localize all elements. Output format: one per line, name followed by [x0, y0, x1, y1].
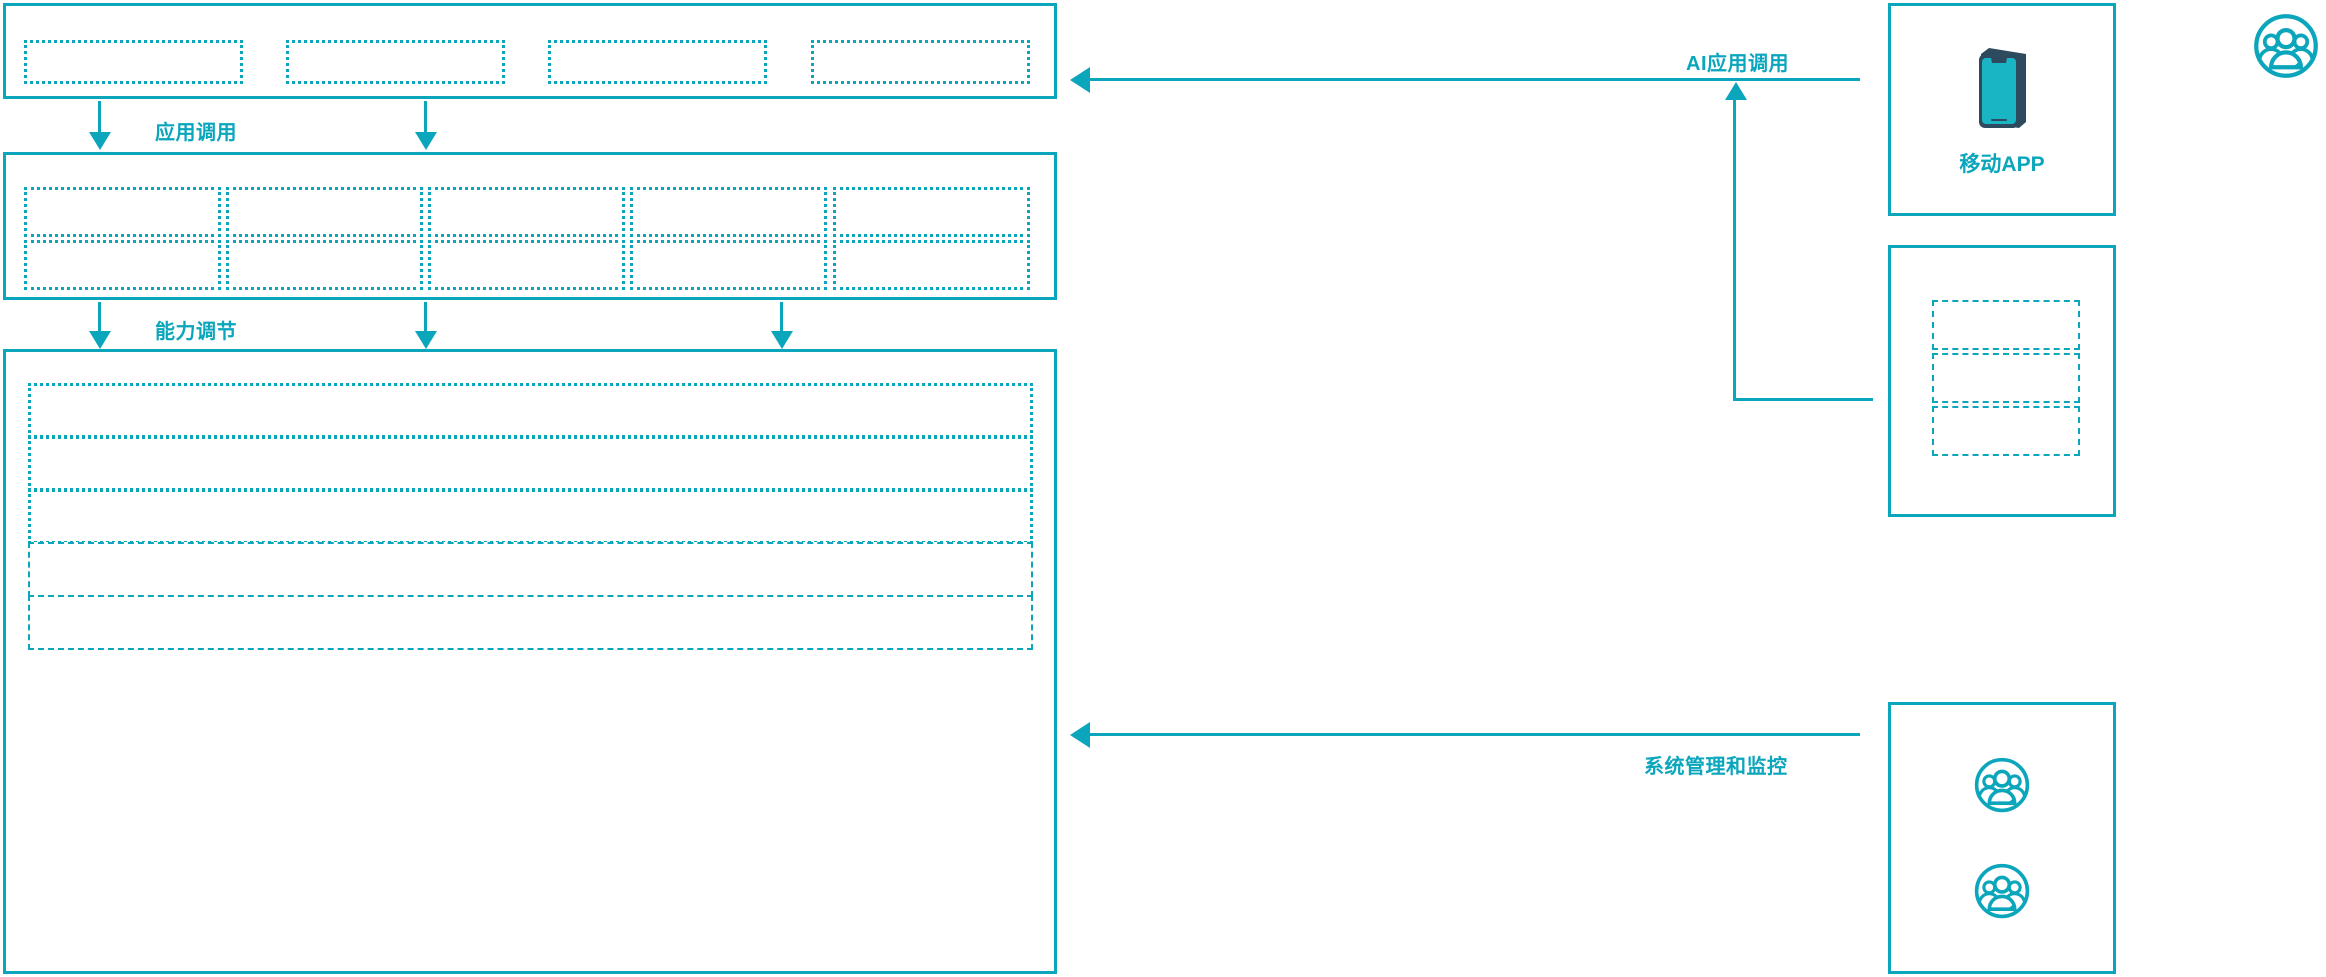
- capability-cell-r2c4[interactable]: [630, 240, 827, 290]
- application-layer-cell-2[interactable]: [286, 40, 505, 84]
- capability-cell-r1c4[interactable]: [630, 187, 827, 237]
- operator-users-group-icon-2[interactable]: [1973, 862, 2031, 920]
- channel-riser-vertical: [1733, 98, 1736, 401]
- infrastructure-row-5[interactable]: [28, 595, 1033, 650]
- capability-adjust-arrow-head-2: [415, 331, 437, 349]
- system-management-arrow-head: [1070, 722, 1090, 748]
- capability-adjust-arrow-head-1: [89, 331, 111, 349]
- mobile-app-caption: 移动APP: [1959, 152, 2045, 176]
- capability-cell-r2c1[interactable]: [24, 240, 221, 290]
- capability-adjust-label: 能力调节: [155, 321, 237, 343]
- channel-riser-horizontal: [1733, 398, 1873, 401]
- ai-app-call-arrow-head: [1070, 67, 1090, 93]
- channel-box-cell-2[interactable]: [1932, 353, 2080, 403]
- capability-cell-r2c2[interactable]: [226, 240, 423, 290]
- capability-adjust-arrow-line-1: [98, 302, 101, 335]
- system-management-arrow-line: [1090, 733, 1860, 736]
- system-management-label: 系统管理和监控: [1644, 756, 1788, 778]
- end-user-users-group-icon[interactable]: [2252, 12, 2320, 80]
- infrastructure-row-1[interactable]: [28, 383, 1033, 438]
- application-layer-cell-1[interactable]: [24, 40, 243, 84]
- mobile-phone-icon: [1973, 42, 2031, 134]
- app-call-arrow-head-left: [89, 132, 111, 150]
- capability-cell-r1c1[interactable]: [24, 187, 221, 237]
- ai-app-call-label: AI应用调用: [1686, 53, 1789, 75]
- ai-app-call-arrow-line: [1090, 78, 1860, 81]
- infrastructure-row-4[interactable]: [28, 542, 1033, 597]
- app-call-arrow-head-right: [415, 132, 437, 150]
- capability-cell-r1c3[interactable]: [428, 187, 625, 237]
- app-call-arrow-line-right: [424, 101, 427, 135]
- users-operators-box: [1888, 702, 2116, 974]
- application-layer-cell-4[interactable]: [811, 40, 1030, 84]
- capability-adjust-arrow-head-3: [771, 331, 793, 349]
- capability-cell-r2c3[interactable]: [428, 240, 625, 290]
- capability-adjust-arrow-line-3: [780, 302, 783, 335]
- capability-cell-r1c5[interactable]: [833, 187, 1030, 237]
- capability-cell-r1c2[interactable]: [226, 187, 423, 237]
- capability-cell-r2c5[interactable]: [833, 240, 1030, 290]
- infrastructure-row-3[interactable]: [28, 489, 1033, 544]
- channel-box-cell-1[interactable]: [1932, 300, 2080, 350]
- app-call-label: 应用调用: [155, 122, 237, 144]
- infrastructure-row-2[interactable]: [28, 436, 1033, 491]
- channel-riser-arrow-head: [1725, 82, 1747, 100]
- app-call-arrow-line-left: [98, 101, 101, 135]
- channel-box-cell-3[interactable]: [1932, 406, 2080, 456]
- operator-users-group-icon-1[interactable]: [1973, 756, 2031, 814]
- capability-adjust-arrow-line-2: [424, 302, 427, 335]
- mobile-app-box[interactable]: 移动APP: [1888, 3, 2116, 216]
- application-layer-cell-3[interactable]: [548, 40, 767, 84]
